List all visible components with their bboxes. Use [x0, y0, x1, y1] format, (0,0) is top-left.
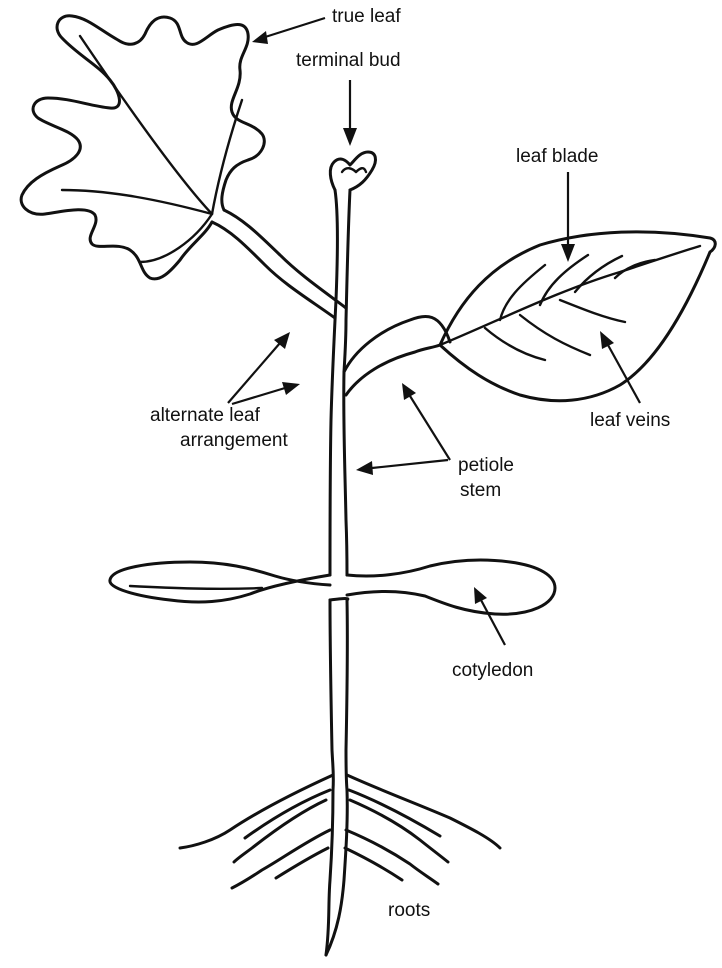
label-roots: roots [388, 900, 430, 922]
label-stem: stem [460, 480, 501, 502]
arrow-cotyledon [474, 587, 505, 645]
arrow-terminal-bud [343, 80, 357, 146]
label-arrangement: arrangement [180, 430, 288, 452]
cotyledon-left [110, 562, 330, 602]
arrow-petiole [402, 383, 450, 460]
stem [330, 190, 350, 790]
cotyledon-right [330, 560, 555, 614]
arrow-true-leaf [252, 18, 325, 44]
label-alternate-leaf: alternate leaf [150, 405, 260, 427]
label-petiole: petiole [458, 455, 514, 477]
roots [180, 775, 500, 955]
leaf-blade [344, 232, 715, 401]
arrow-leaf-blade [561, 172, 575, 262]
arrow-alternate-upper [228, 332, 290, 403]
label-terminal-bud: terminal bud [296, 50, 401, 72]
label-leaf-veins: leaf veins [590, 410, 670, 432]
label-leaf-blade: leaf blade [516, 146, 598, 168]
arrow-stem [356, 460, 448, 475]
label-cotyledon: cotyledon [452, 660, 533, 682]
terminal-bud [330, 152, 375, 190]
label-true-leaf: true leaf [332, 6, 401, 28]
